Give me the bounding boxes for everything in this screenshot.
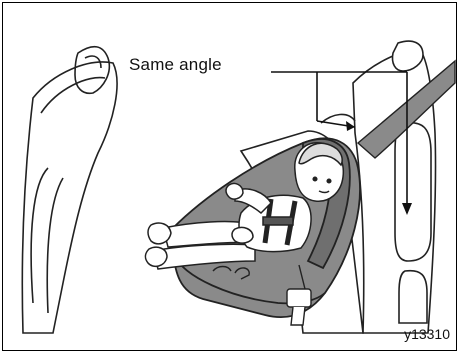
figure-code: y13310 [404, 326, 450, 342]
left-seat-outline [22, 47, 117, 333]
child-seat-illustration [3, 3, 456, 350]
same-angle-label: Same angle [129, 55, 222, 75]
